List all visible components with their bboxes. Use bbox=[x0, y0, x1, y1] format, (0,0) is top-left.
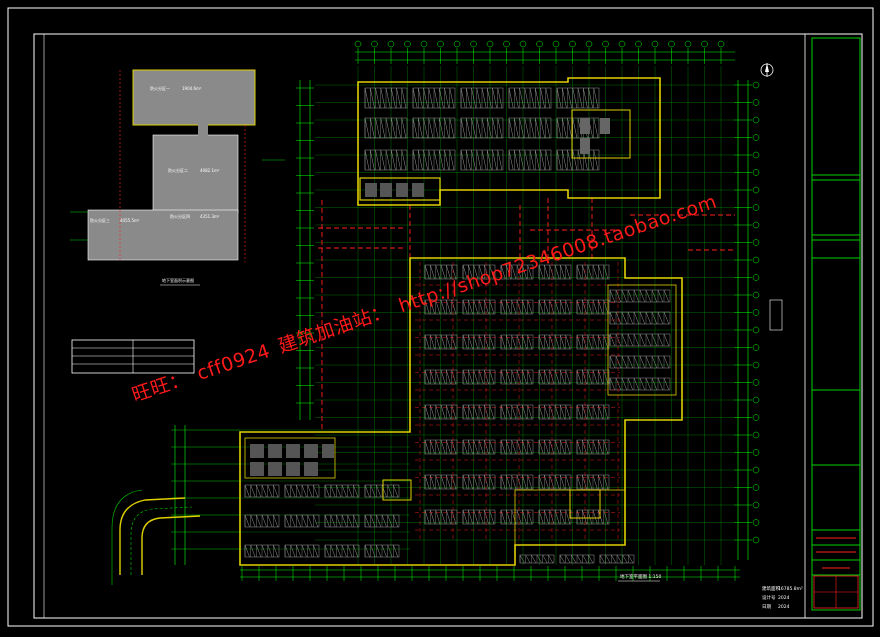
key-plan-caption: 地下室面积示意图 bbox=[162, 277, 194, 283]
zone-area-3: 4055.5m² bbox=[120, 218, 140, 223]
zone-area-4: 4351.3m² bbox=[200, 214, 220, 219]
title-block bbox=[811, 37, 861, 611]
plan-caption: 地下室平面图 1:150 bbox=[620, 573, 662, 580]
area-value-2: 2024 bbox=[778, 595, 790, 601]
building-outline bbox=[239, 77, 683, 566]
area-label-2: 设计号 bbox=[762, 594, 776, 601]
area-label-1: 建筑面积 bbox=[762, 585, 780, 592]
zone-label-2: 防火分区二 bbox=[168, 167, 188, 173]
north-arrow bbox=[760, 63, 774, 77]
zone-label-1: 防火分区一 bbox=[150, 85, 170, 91]
key-plan: 防火分区一 1904.6m² 防火分区二 4082.1m² 防火分区三 4055… bbox=[70, 69, 285, 286]
area-label-3: 日期 bbox=[762, 604, 771, 610]
area-value-3: 2024 bbox=[778, 604, 790, 610]
section-mark bbox=[769, 299, 783, 331]
area-value-1: 16785.8m² bbox=[778, 586, 803, 592]
area-statistics: 建筑面积 16785.8m² 设计号 2024 日期 2024 bbox=[762, 585, 803, 610]
zone-area-1: 1904.6m² bbox=[182, 86, 202, 91]
axis-lines bbox=[318, 198, 735, 540]
outer-frame bbox=[7, 7, 874, 627]
dimension-grid bbox=[171, 40, 760, 581]
zone-label-4: 防火分区四 bbox=[170, 213, 190, 219]
legend-table bbox=[71, 339, 195, 374]
entrance-ramp bbox=[111, 489, 201, 585]
stair-cores bbox=[250, 118, 610, 476]
parking-hatch bbox=[244, 87, 671, 564]
binding-margin bbox=[33, 33, 45, 619]
zone-area-2: 4082.1m² bbox=[200, 168, 220, 173]
zone-label-3: 防火分区三 bbox=[90, 217, 110, 223]
